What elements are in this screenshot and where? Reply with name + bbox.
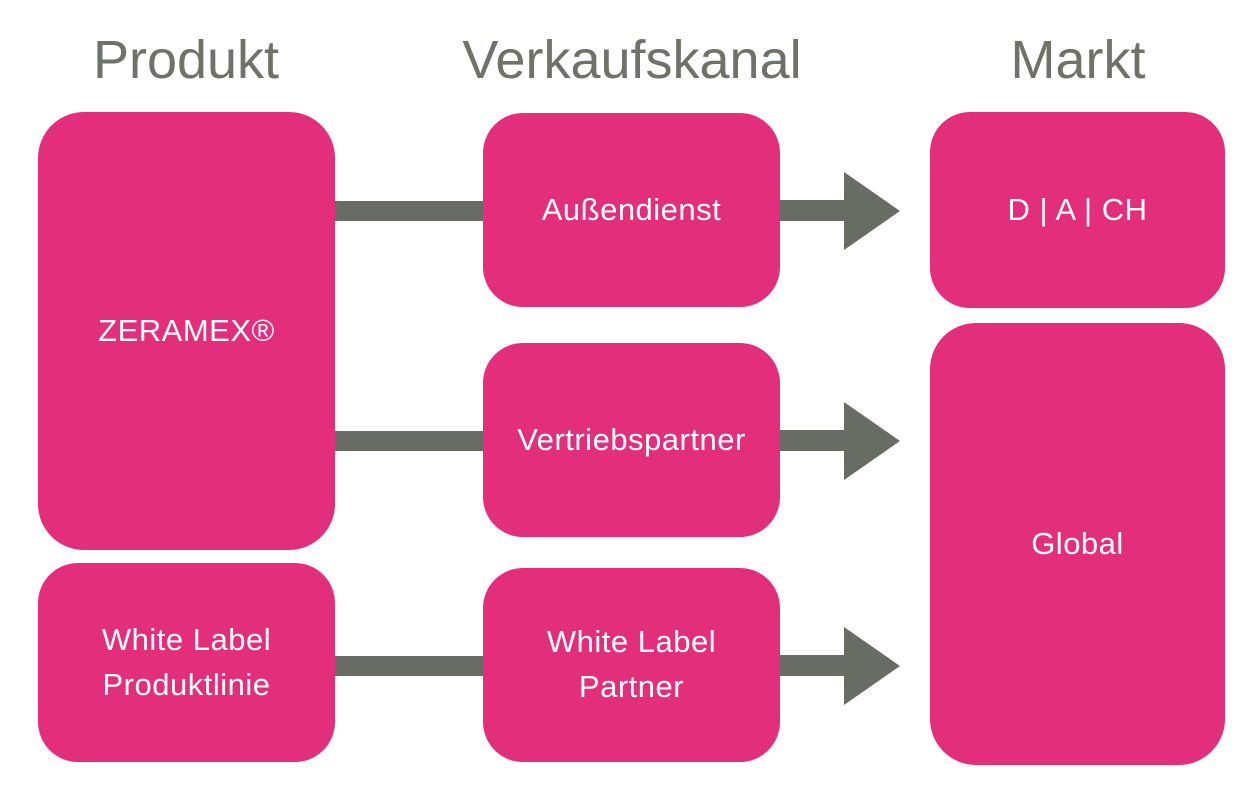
column-heading-markt: Markt (1010, 30, 1146, 90)
arrow-vertriebspartner-to-global-head-icon (844, 402, 900, 480)
node-white-label-produktlinie-label: White Label Produktlinie (101, 621, 272, 702)
node-white-label-produktlinie: White Label Produktlinie (38, 563, 335, 762)
connector-white-label-produktlinie-to-white-label-partner (333, 656, 485, 676)
node-white-label-partner: White Label Partner (483, 568, 780, 762)
node-zeramex: ZERAMEX® (38, 112, 335, 550)
node-white-label-partner-label: White Label Partner (546, 624, 717, 704)
arrow-aussendienst-to-dach-shaft (779, 200, 845, 221)
connector-zeramex-to-vertriebspartner (333, 431, 485, 451)
node-d-a-ch: D | A | CH (930, 112, 1225, 308)
node-vertriebspartner: Vertriebspartner (483, 343, 780, 537)
node-global: Global (930, 323, 1225, 765)
arrow-vertriebspartner-to-global-shaft (779, 430, 845, 451)
arrow-white-label-partner-to-global-shaft (779, 655, 845, 676)
arrow-aussendienst-to-dach-head-icon (844, 172, 900, 250)
node-global-label: Global (1031, 525, 1124, 561)
node-vertriebspartner-label: Vertriebspartner (517, 421, 746, 457)
column-heading-verkaufskanal: Verkaufskanal (462, 30, 802, 90)
node-aussendienst-label: Außendienst (541, 191, 722, 227)
column-heading-produkt: Produkt (92, 30, 280, 90)
node-aussendienst: Außendienst (483, 113, 780, 307)
connector-zeramex-to-aussendienst (333, 201, 485, 221)
arrow-white-label-partner-to-global-head-icon (844, 627, 900, 705)
node-zeramex-label: ZERAMEX® (98, 312, 275, 348)
node-d-a-ch-label: D | A | CH (1007, 191, 1148, 227)
